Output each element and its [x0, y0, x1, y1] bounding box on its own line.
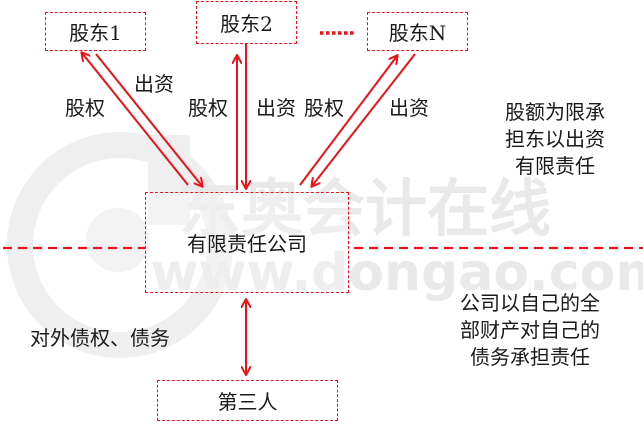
s2-equity-label: 股权 [188, 96, 228, 120]
s1-invest-label: 出资 [134, 72, 174, 96]
third-party-box: 第三人 [157, 380, 338, 421]
shareholder-1-box: 股东1 [45, 12, 146, 51]
shareholder-n-box: 股东N [367, 12, 468, 51]
shareholder-liability-note: 股额为限承 担东以出资 有限责任 [490, 99, 620, 180]
shareholder-2-label: 股东2 [220, 12, 273, 36]
note-line: 股额为限承 [505, 100, 605, 124]
arrow-sn-equity [299, 56, 397, 186]
external-relation-label: 对外债权、债务 [30, 326, 170, 350]
company-liability-note: 公司以自己的全 部财产对自己的 债务承担责任 [440, 290, 620, 371]
third-party-label: 第三人 [217, 390, 278, 414]
sn-equity-label: 股权 [304, 96, 344, 120]
note-line: 公司以自己的全 [460, 291, 600, 315]
shareholder-n-label: 股东N [388, 21, 447, 45]
arrow-sn-invest [312, 53, 416, 186]
shareholder-1-label: 股东1 [69, 21, 122, 45]
note-line: 债务承担责任 [470, 345, 590, 369]
arrow-s1-equity [82, 53, 189, 186]
sn-invest-label: 出资 [389, 96, 429, 120]
note-line: 有限责任 [515, 154, 595, 178]
note-line: 部财产对自己的 [460, 318, 600, 342]
arrow-s1-invest [95, 53, 202, 186]
s2-invest-label: 出资 [256, 96, 296, 120]
shareholder-2-box: 股东2 [196, 1, 297, 44]
s1-equity-label: 股权 [65, 96, 105, 120]
company-box: 有限责任公司 [145, 192, 349, 293]
note-line: 担东以出资 [505, 127, 605, 151]
company-label: 有限责任公司 [187, 232, 307, 256]
